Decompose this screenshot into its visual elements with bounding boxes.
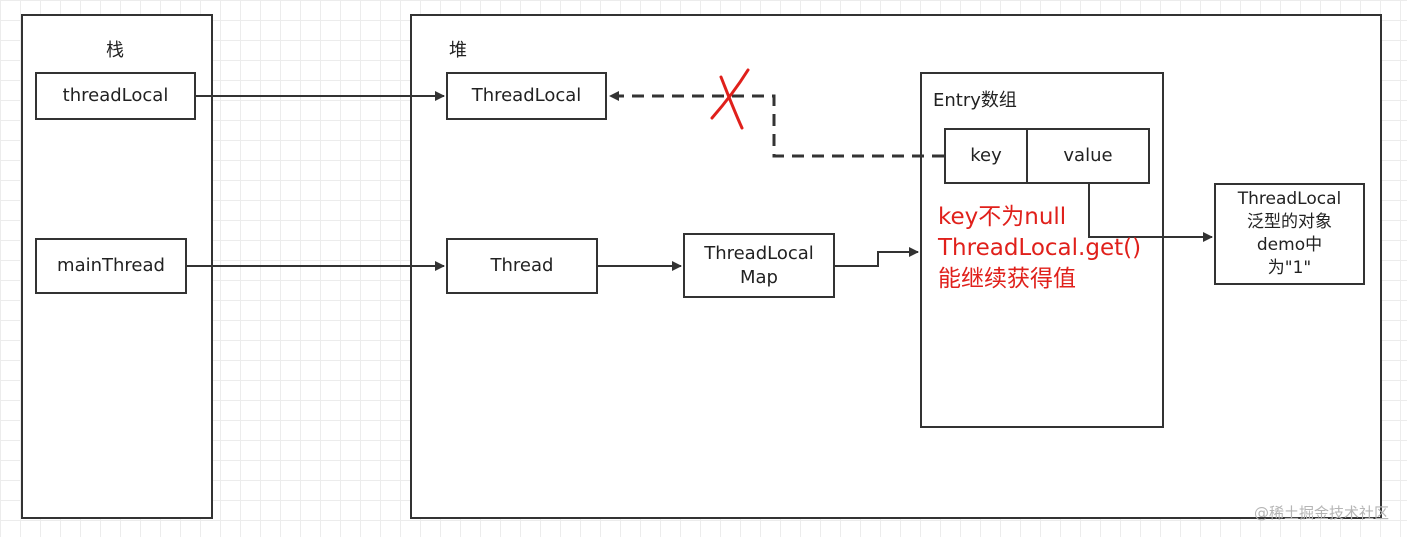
heap-threadlocalmap-object: ThreadLocal Map (683, 233, 835, 298)
heap-value-object: ThreadLocal 泛型的对象 demo中 为"1" (1214, 183, 1365, 285)
value-object-line-2: 泛型的对象 (1247, 212, 1332, 232)
annotation-line-3: 能继续获得值 (938, 266, 1076, 292)
entry-array-title: Entry数组 (933, 90, 1017, 111)
heap-region-title: 堆 (449, 40, 467, 61)
annotation-line-2: ThreadLocal.get() (938, 235, 1142, 261)
watermark: @稀土掘金技术社区 (1253, 504, 1389, 522)
arrow-value-to-object (1088, 184, 1213, 242)
stack-threadlocal-ref: threadLocal (35, 72, 196, 120)
annotation-note: key不为null ThreadLocal.get() 能继续获得值 (938, 202, 1141, 295)
entry-key-cell: key (944, 128, 1028, 184)
cross-mark-icon (710, 68, 750, 130)
value-object-line-1: ThreadLocal (1237, 189, 1342, 209)
arrow-map-to-entry-array (835, 247, 919, 267)
entry-value-cell: value (1026, 128, 1150, 184)
weak-reference-key-to-threadlocal (609, 91, 944, 158)
stack-mainthread-ref: mainThread (35, 238, 187, 294)
value-object-line-4: 为"1" (1267, 258, 1312, 278)
stack-region-title: 栈 (106, 40, 124, 61)
map-label-line-1: ThreadLocal (704, 242, 814, 264)
heap-threadlocal-object: ThreadLocal (446, 72, 607, 120)
map-label-line-2: Map (740, 266, 778, 288)
value-object-line-3: demo中 (1256, 235, 1323, 255)
heap-thread-object: Thread (446, 238, 598, 294)
annotation-line-1: key不为null (938, 204, 1067, 230)
